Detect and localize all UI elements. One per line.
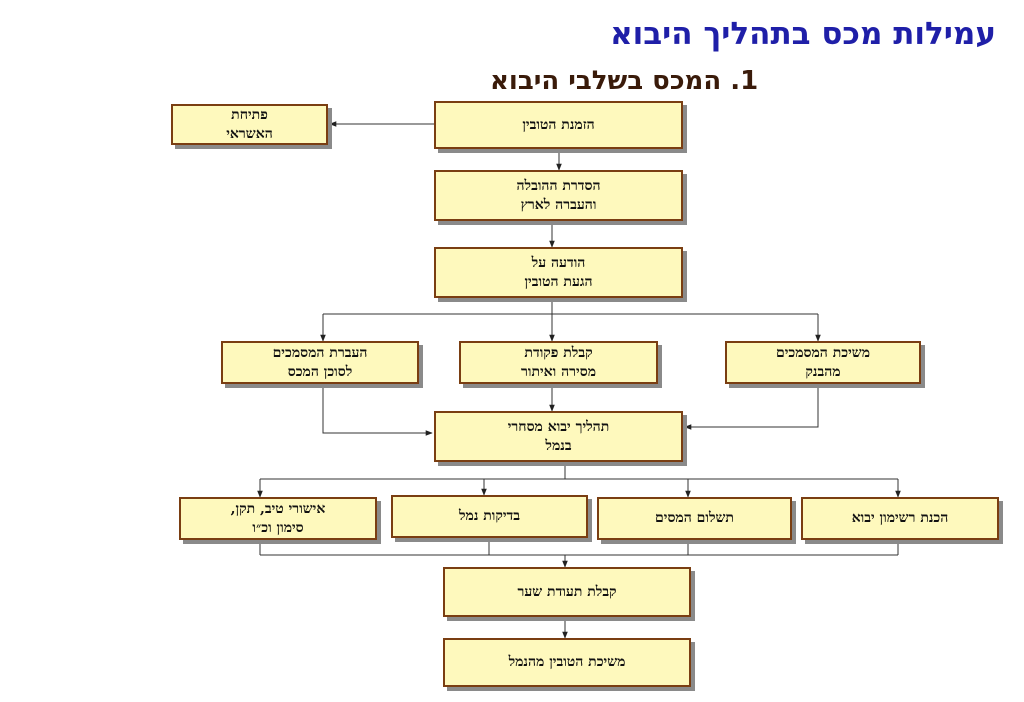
box-approvals: אישורי טיב, תקן, סימון וכ״ו (179, 497, 377, 540)
section-subtitle: 1. המכס בשלבי היבוא (490, 66, 759, 96)
page-title: עמילות מכס בתהליך היבוא (610, 16, 996, 52)
connector-bank-port (684, 384, 819, 430)
box-port-checks: בדיקות נמל (391, 495, 588, 538)
box-gate-pass: קבלת תעודת שער (443, 567, 691, 617)
box-arrange-shipping: הסדרת ההובלה והעברה לארץ (434, 170, 683, 221)
box-order-goods: הזמנת הטובין (434, 101, 683, 149)
box-port-import-process: תהליך יבוא מסחרי בנמל (434, 411, 683, 462)
box-docs-transfer: העברת המסמכים לסוכן המכס (221, 341, 419, 384)
box-import-entry: הכנת רשימון יבוא (801, 497, 999, 540)
box-open-credit: פתיחת האשראי (171, 104, 328, 145)
box-delivery-order: קבלת פקודת מסירה ואיתור (459, 341, 658, 384)
connector-docs-port (322, 384, 433, 436)
box-arrival-notice: הודעה על הגעת הטובין (434, 247, 683, 298)
box-tax-payment: תשלום המסים (597, 497, 792, 540)
box-bank-docs: משיכת המסמכים מהבנק (725, 341, 921, 384)
box-goods-withdrawal: משיכת הטובין מהנמל (443, 638, 691, 687)
